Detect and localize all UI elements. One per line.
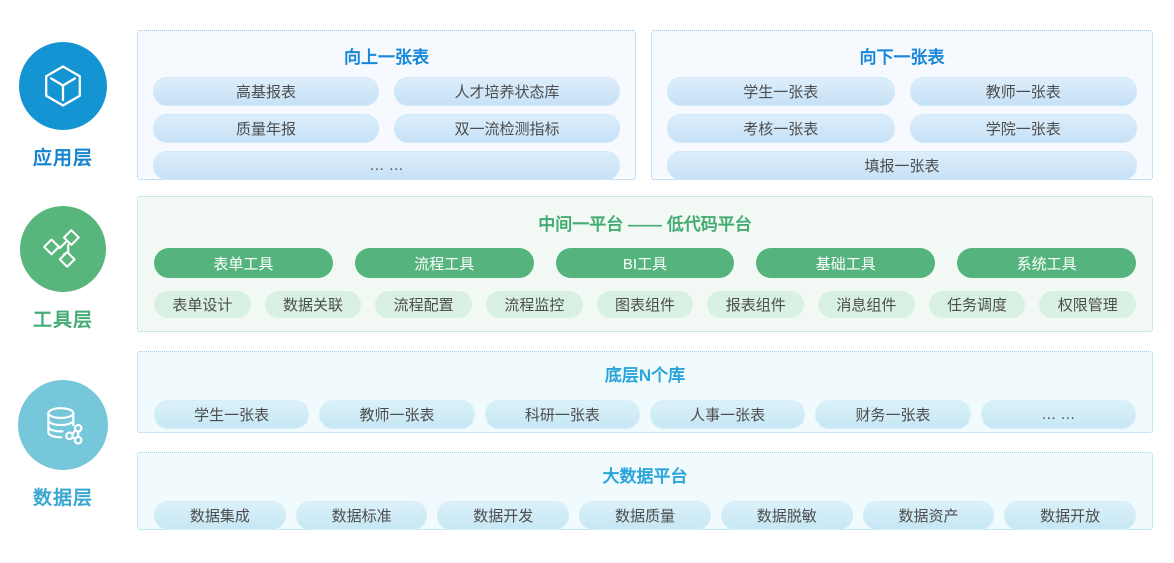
pill: 数据开放 <box>1004 501 1137 530</box>
data-layer-label: 数据层 <box>32 488 93 509</box>
tool-layer-circle <box>20 206 106 292</box>
pill: 数据标准 <box>295 501 428 530</box>
tool-button: 系统工具 <box>957 248 1136 278</box>
pill: 高基报表 <box>153 77 379 106</box>
cube-icon <box>45 65 81 107</box>
pill: 数据质量 <box>579 501 711 530</box>
pill: 数据集成 <box>154 501 286 530</box>
layer-badge-application: 应用层 <box>0 42 126 170</box>
platform-feature-pills: 表单设计数据关联流程配置流程监控图表组件报表组件消息组件任务调度权限管理 <box>154 291 1137 318</box>
pill: 教师一张表 <box>319 400 475 429</box>
tool-button: 基础工具 <box>756 248 936 278</box>
up-table-pills: 高基报表人才培养状态库质量年报双一流检测指标 … … <box>153 77 620 180</box>
big-data-platform-pills: 数据集成数据标准数据开发数据质量数据脱敏数据资产数据开放 <box>154 501 1137 530</box>
pill: 学生一张表 <box>667 77 895 106</box>
application-layer-label: 应用层 <box>32 148 93 169</box>
layer-badge-data: 数据层 <box>0 380 126 510</box>
pill: 数据关联 <box>264 291 362 318</box>
down-table-pills: 学生一张表教师一张表考核一张表学院一张表填报一张表 <box>667 77 1137 180</box>
big-data-platform-title: 大数据平台 <box>602 467 688 486</box>
big-data-platform-box: 大数据平台 数据集成数据标准数据开发数据质量数据脱敏数据资产数据开放 <box>137 452 1153 530</box>
pill: 学院一张表 <box>909 114 1137 143</box>
tool-button: BI工具 <box>555 248 735 278</box>
tool-button: 流程工具 <box>354 248 534 278</box>
tool-button: 表单工具 <box>154 248 333 278</box>
pill: 数据开发 <box>437 501 570 530</box>
pill: 学生一张表 <box>154 400 310 429</box>
pill: 图表组件 <box>596 291 694 318</box>
pill: 报表组件 <box>707 291 805 318</box>
pill: 表单设计 <box>154 291 251 318</box>
pill: 流程配置 <box>375 291 473 318</box>
pill: … … <box>980 400 1136 429</box>
pill: 权限管理 <box>1039 291 1137 318</box>
up-table-title: 向上一张表 <box>344 48 429 67</box>
base-databases-box: 底层N个库 学生一张表教师一张表科研一张表人事一张表财务一张表 … … <box>137 351 1153 433</box>
tool-layer-label: 工具层 <box>32 310 93 331</box>
flowchart-icon <box>43 229 80 268</box>
layer-badge-tool: 工具层 <box>0 206 126 332</box>
down-table-title: 向下一张表 <box>859 48 945 67</box>
pill: 任务调度 <box>928 291 1026 318</box>
pill: 消息组件 <box>818 291 915 318</box>
pill: 人事一张表 <box>649 400 806 429</box>
pill: 双一流检测指标 <box>394 114 620 143</box>
up-table-box: 向上一张表 高基报表人才培养状态库质量年报双一流检测指标 … … <box>137 30 636 180</box>
pill: 填报一张表 <box>667 151 1137 180</box>
pill: 质量年报 <box>153 114 379 143</box>
base-databases-pills: 学生一张表教师一张表科研一张表人事一张表财务一张表 … … <box>154 400 1136 429</box>
platform-tool-buttons: 表单工具流程工具 BI工具基础工具系统工具 <box>154 248 1136 278</box>
pill: 人才培养状态库 <box>394 77 620 106</box>
pill: 考核一张表 <box>667 114 895 143</box>
base-databases-title: 底层N个库 <box>604 366 686 385</box>
database-share-icon <box>47 407 83 445</box>
pill: 流程监控 <box>486 291 583 318</box>
data-layer-circle <box>18 380 108 470</box>
pill: … … <box>153 151 620 180</box>
low-code-platform-box: 中间一平台 —— 低代码平台 表单工具流程工具 BI工具基础工具系统工具 表单设计… <box>137 196 1153 332</box>
pill: 数据脱敏 <box>720 501 853 530</box>
application-layer-circle <box>19 42 107 130</box>
pill: 财务一张表 <box>815 400 971 429</box>
down-table-box: 向下一张表 学生一张表教师一张表考核一张表学院一张表填报一张表 <box>651 30 1153 180</box>
pill: 科研一张表 <box>484 400 640 429</box>
platform-title: 中间一平台 —— 低代码平台 <box>538 215 752 234</box>
pill: 教师一张表 <box>909 77 1137 106</box>
pill: 数据资产 <box>862 501 995 530</box>
